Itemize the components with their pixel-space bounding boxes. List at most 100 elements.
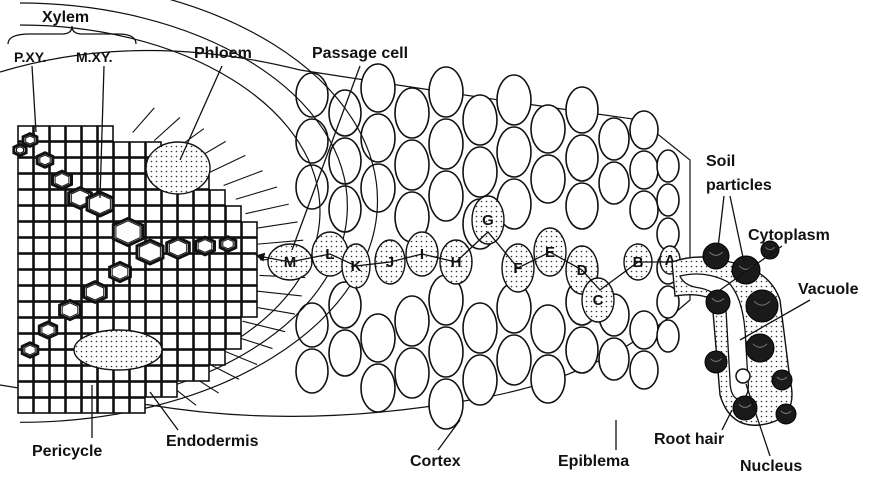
stele-cell xyxy=(82,174,97,189)
stele-cell xyxy=(66,238,81,253)
soil-particle xyxy=(746,334,774,362)
stele-cell xyxy=(34,222,49,237)
stele-cell xyxy=(162,334,177,349)
stele-cell xyxy=(50,254,65,269)
stele-cell xyxy=(178,286,193,301)
cortex-cell xyxy=(657,218,679,250)
stele-cell xyxy=(50,238,65,253)
stele-cell xyxy=(226,206,241,221)
stele-cell xyxy=(50,366,65,381)
stele-cell xyxy=(178,366,193,381)
stele-cell xyxy=(130,382,145,397)
stele-cell xyxy=(194,350,209,365)
stele-cell xyxy=(98,222,113,237)
cortex-cell xyxy=(429,119,463,169)
stele-cell xyxy=(162,382,177,397)
cortex-cell xyxy=(296,349,328,393)
label-passage-cell: Passage cell xyxy=(312,45,408,62)
phloem-patch-upper xyxy=(146,142,210,194)
stele-cell xyxy=(210,190,225,205)
stele-cell xyxy=(146,222,161,237)
xylem-vessel xyxy=(137,240,163,264)
stele-cell xyxy=(66,270,81,285)
stele-cell xyxy=(114,382,129,397)
stele-cell xyxy=(178,350,193,365)
stele-cell xyxy=(18,238,33,253)
label-epiblema: Epiblema xyxy=(558,453,629,470)
leader-pxy xyxy=(32,66,36,132)
stele-cell xyxy=(210,286,225,301)
cortex-cell xyxy=(329,282,361,328)
stele-cell xyxy=(82,302,97,317)
stele-cell xyxy=(18,270,33,285)
stele-cell xyxy=(114,302,129,317)
stele-cell xyxy=(194,286,209,301)
stele-cell xyxy=(50,350,65,365)
cortex-cell xyxy=(463,303,497,353)
stele-cell xyxy=(242,222,257,237)
cortex-cell xyxy=(395,296,429,346)
leader-phloem xyxy=(180,66,222,160)
stele-cell xyxy=(82,254,97,269)
stele-cell xyxy=(50,286,65,301)
soil-particle xyxy=(705,351,727,373)
cortex-cell xyxy=(361,364,395,412)
label-cytoplasm: Cytoplasm xyxy=(748,227,830,244)
stele-cell xyxy=(66,126,81,141)
cortex-cell xyxy=(329,90,361,136)
stele-cell xyxy=(226,286,241,301)
stele-cell xyxy=(50,270,65,285)
stele-cell xyxy=(18,158,33,173)
stele-cell xyxy=(98,142,113,157)
stele-cell xyxy=(34,270,49,285)
stele-cell xyxy=(98,398,113,413)
stele-cell xyxy=(18,222,33,237)
label-root-hair: Root hair xyxy=(654,431,724,448)
stele-cell xyxy=(146,206,161,221)
stele-cell xyxy=(178,206,193,221)
stele-cell xyxy=(66,142,81,157)
phloem-patch-lower xyxy=(74,330,162,370)
stele-cell xyxy=(146,366,161,381)
stele-cell xyxy=(98,302,113,317)
stele-cell xyxy=(18,382,33,397)
pathway-cell-letter: C xyxy=(593,292,604,309)
stele-cell xyxy=(18,398,33,413)
stele-cell xyxy=(114,190,129,205)
endodermis-wall xyxy=(253,222,298,229)
stele-cell xyxy=(98,238,113,253)
cortex-cell xyxy=(361,314,395,362)
stele-cell xyxy=(18,366,33,381)
soil-particle xyxy=(732,256,760,284)
stele-cell xyxy=(194,206,209,221)
cortex-cell xyxy=(630,191,658,229)
stele-cell xyxy=(98,382,113,397)
label-nucleus: Nucleus xyxy=(740,458,802,475)
stele-cell xyxy=(66,158,81,173)
stele-cell xyxy=(146,190,161,205)
stele-cell xyxy=(242,254,257,269)
cortex-cell xyxy=(566,327,598,373)
cortex-cell xyxy=(630,311,658,349)
cortex-cell xyxy=(497,75,531,125)
cortex-cell xyxy=(630,111,658,149)
cortex-cell xyxy=(566,87,598,133)
stele-cell xyxy=(194,254,209,269)
stele-cell xyxy=(66,254,81,269)
stele-cell xyxy=(178,302,193,317)
stele-cell xyxy=(146,286,161,301)
stele-cell xyxy=(34,366,49,381)
cortex-cell xyxy=(657,150,679,182)
stele-cell xyxy=(194,222,209,237)
stele-cell xyxy=(18,254,33,269)
stele-cell xyxy=(82,398,97,413)
stele-cell xyxy=(34,398,49,413)
endodermis-wall xyxy=(243,321,286,331)
cortex-cell xyxy=(395,348,429,398)
leader-root-hair xyxy=(722,410,732,430)
stele-cell xyxy=(194,366,209,381)
cortex-cell xyxy=(329,186,361,232)
stele-cell xyxy=(82,126,97,141)
stele-cell xyxy=(210,350,225,365)
